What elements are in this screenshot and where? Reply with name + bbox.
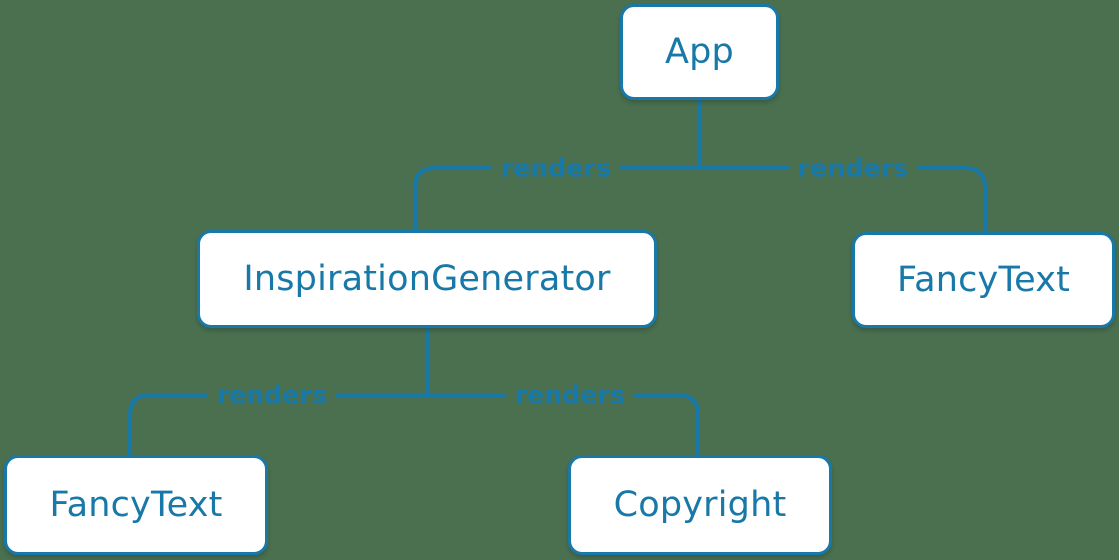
node-copyright[interactable]: Copyright (568, 455, 832, 555)
edge-label-renders-inspirationgenerator-fancytext: renders (216, 380, 328, 410)
node-inspiration-generator-label: InspirationGenerator (243, 258, 611, 299)
edge-inspirationgenerator-to-fancytext-bottom-left (128, 326, 429, 457)
node-app-label: App (665, 31, 734, 72)
edge-inspirationgenerator-to-copyright (425, 326, 700, 457)
edge-label-renders-inspirationgenerator-copyright: renders (514, 380, 626, 410)
edge-label-backdrop-1 (492, 154, 620, 182)
edge-label-backdrop-2 (789, 154, 917, 182)
edge-label-backdrop-3 (208, 381, 336, 409)
edge-label-renders-app-fancytext: renders (797, 153, 909, 183)
node-fancytext-right-label: FancyText (896, 259, 1071, 300)
edge-label-backdrop-4 (506, 381, 634, 409)
node-fancytext-bottom-left-label: FancyText (49, 484, 223, 525)
edge-label-renders-app-inspirationgenerator: renders (500, 153, 612, 183)
node-fancytext-bottom-left[interactable]: FancyText (4, 455, 268, 555)
edge-app-to-fancytext-right (697, 98, 987, 234)
node-fancytext-right[interactable]: FancyText (852, 232, 1115, 328)
node-copyright-label: Copyright (613, 484, 787, 525)
edge-app-to-inspirationgenerator (413, 98, 701, 232)
node-inspiration-generator[interactable]: InspirationGenerator (197, 230, 657, 328)
node-app[interactable]: App (620, 4, 779, 100)
